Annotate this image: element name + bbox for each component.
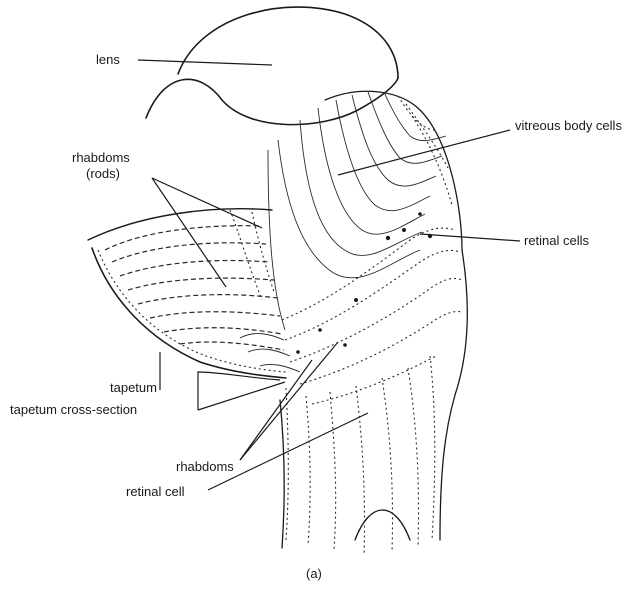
figure-caption: (a) bbox=[306, 566, 322, 581]
leader-retinal-cells bbox=[420, 234, 520, 241]
label-tapetum: tapetum bbox=[110, 380, 157, 395]
leader-lines bbox=[138, 60, 520, 490]
leader-tapetum-cross-section-2 bbox=[198, 382, 285, 410]
label-rhabdoms: rhabdoms bbox=[176, 459, 234, 474]
label-lens: lens bbox=[96, 52, 120, 67]
label-retinal-cell: retinal cell bbox=[126, 484, 185, 499]
label-vitreous-body-cells: vitreous body cells bbox=[515, 118, 622, 133]
label-rhabdoms-rods-line1: rhabdoms bbox=[72, 150, 130, 165]
label-rhabdoms-rods-line2: (rods) bbox=[86, 166, 120, 181]
label-retinal-cells: retinal cells bbox=[524, 233, 590, 248]
retinal-cell-layer-drawing bbox=[240, 212, 467, 555]
vitreous-body-drawing bbox=[268, 91, 462, 330]
leader-tapetum-cross-section-1 bbox=[198, 372, 280, 410]
label-tapetum-cross-section: tapetum cross-section bbox=[10, 402, 137, 417]
lens-drawing bbox=[146, 7, 398, 125]
retina-cup-drawing bbox=[88, 209, 286, 378]
leader-lens bbox=[138, 60, 272, 65]
